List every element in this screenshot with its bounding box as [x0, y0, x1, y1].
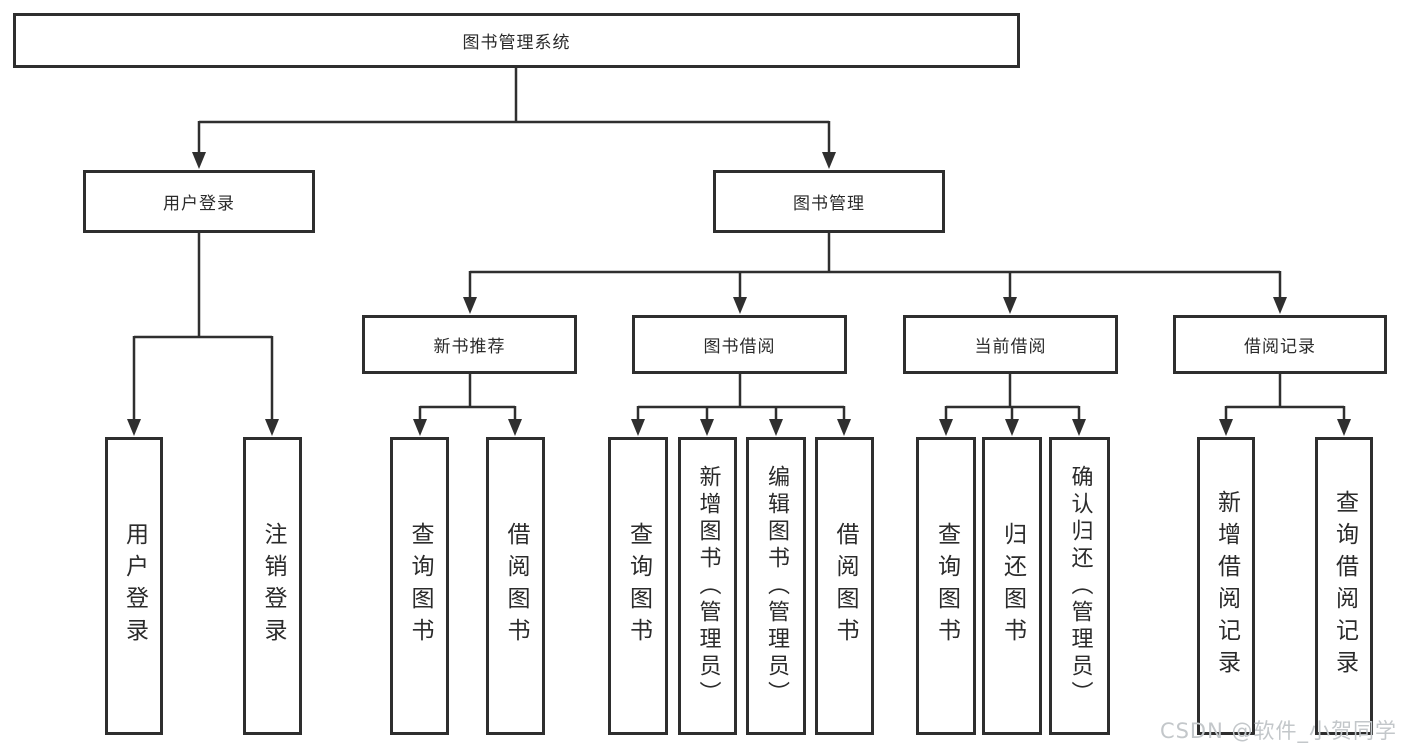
node-current-borrowing: 当前借阅 — [903, 315, 1118, 374]
leaf-query-books-recommend: 查询图书 — [390, 437, 449, 735]
leaf-return-books: 归还图书 — [982, 437, 1042, 735]
node-label: 用户登录 — [163, 194, 235, 214]
leaf-edit-book-admin: 编辑图书（管理员） — [746, 437, 806, 735]
node-label: 注销登录 — [260, 522, 286, 650]
leaf-add-borrow-record: 新增借阅记录 — [1197, 437, 1255, 735]
node-label: 图书借阅 — [703, 337, 776, 357]
node-book-management: 图书管理 — [713, 170, 945, 233]
node-borrowing-records: 借阅记录 — [1173, 315, 1387, 374]
node-label: 借阅图书 — [503, 522, 529, 650]
leaf-query-books-borrowing: 查询图书 — [608, 437, 668, 735]
node-label: 查询借阅记录 — [1331, 490, 1358, 682]
node-library-system: 图书管理系统 — [13, 13, 1020, 68]
leaf-borrow-books-recommend: 借阅图书 — [486, 437, 545, 735]
node-label: 查询图书 — [625, 522, 652, 650]
leaf-borrow-books-borrowing: 借阅图书 — [815, 437, 874, 735]
leaf-query-books-current: 查询图书 — [916, 437, 976, 735]
node-book-borrowing: 图书借阅 — [632, 315, 847, 374]
node-label: 借阅图书 — [832, 522, 858, 650]
node-label: 用户登录 — [121, 522, 148, 650]
node-label: 查询图书 — [407, 522, 433, 650]
node-new-book-recommend: 新书推荐 — [362, 315, 577, 374]
node-label: 查询图书 — [933, 522, 960, 650]
leaf-add-book-admin: 新增图书（管理员） — [678, 437, 737, 735]
node-label: 借阅记录 — [1244, 337, 1316, 357]
node-label: 确认归还（管理员） — [1067, 464, 1093, 708]
leaf-user-login: 用户登录 — [105, 437, 163, 735]
leaf-logout-login: 注销登录 — [243, 437, 302, 735]
node-label: 当前借阅 — [974, 337, 1047, 357]
node-label: 新书推荐 — [433, 337, 506, 357]
node-label: 图书管理系统 — [462, 33, 571, 53]
node-label: 编辑图书（管理员） — [764, 464, 789, 708]
node-user-login: 用户登录 — [83, 170, 315, 233]
node-label: 新增借阅记录 — [1213, 490, 1240, 682]
csdn-watermark: CSDN @软件_小贺同学 — [1159, 719, 1397, 743]
leaf-confirm-return-admin: 确认归还（管理员） — [1049, 437, 1110, 735]
node-label: 归还图书 — [999, 522, 1026, 650]
node-label: 新增图书（管理员） — [695, 464, 721, 708]
node-label: 图书管理 — [793, 194, 865, 214]
leaf-query-borrow-record: 查询借阅记录 — [1315, 437, 1373, 735]
